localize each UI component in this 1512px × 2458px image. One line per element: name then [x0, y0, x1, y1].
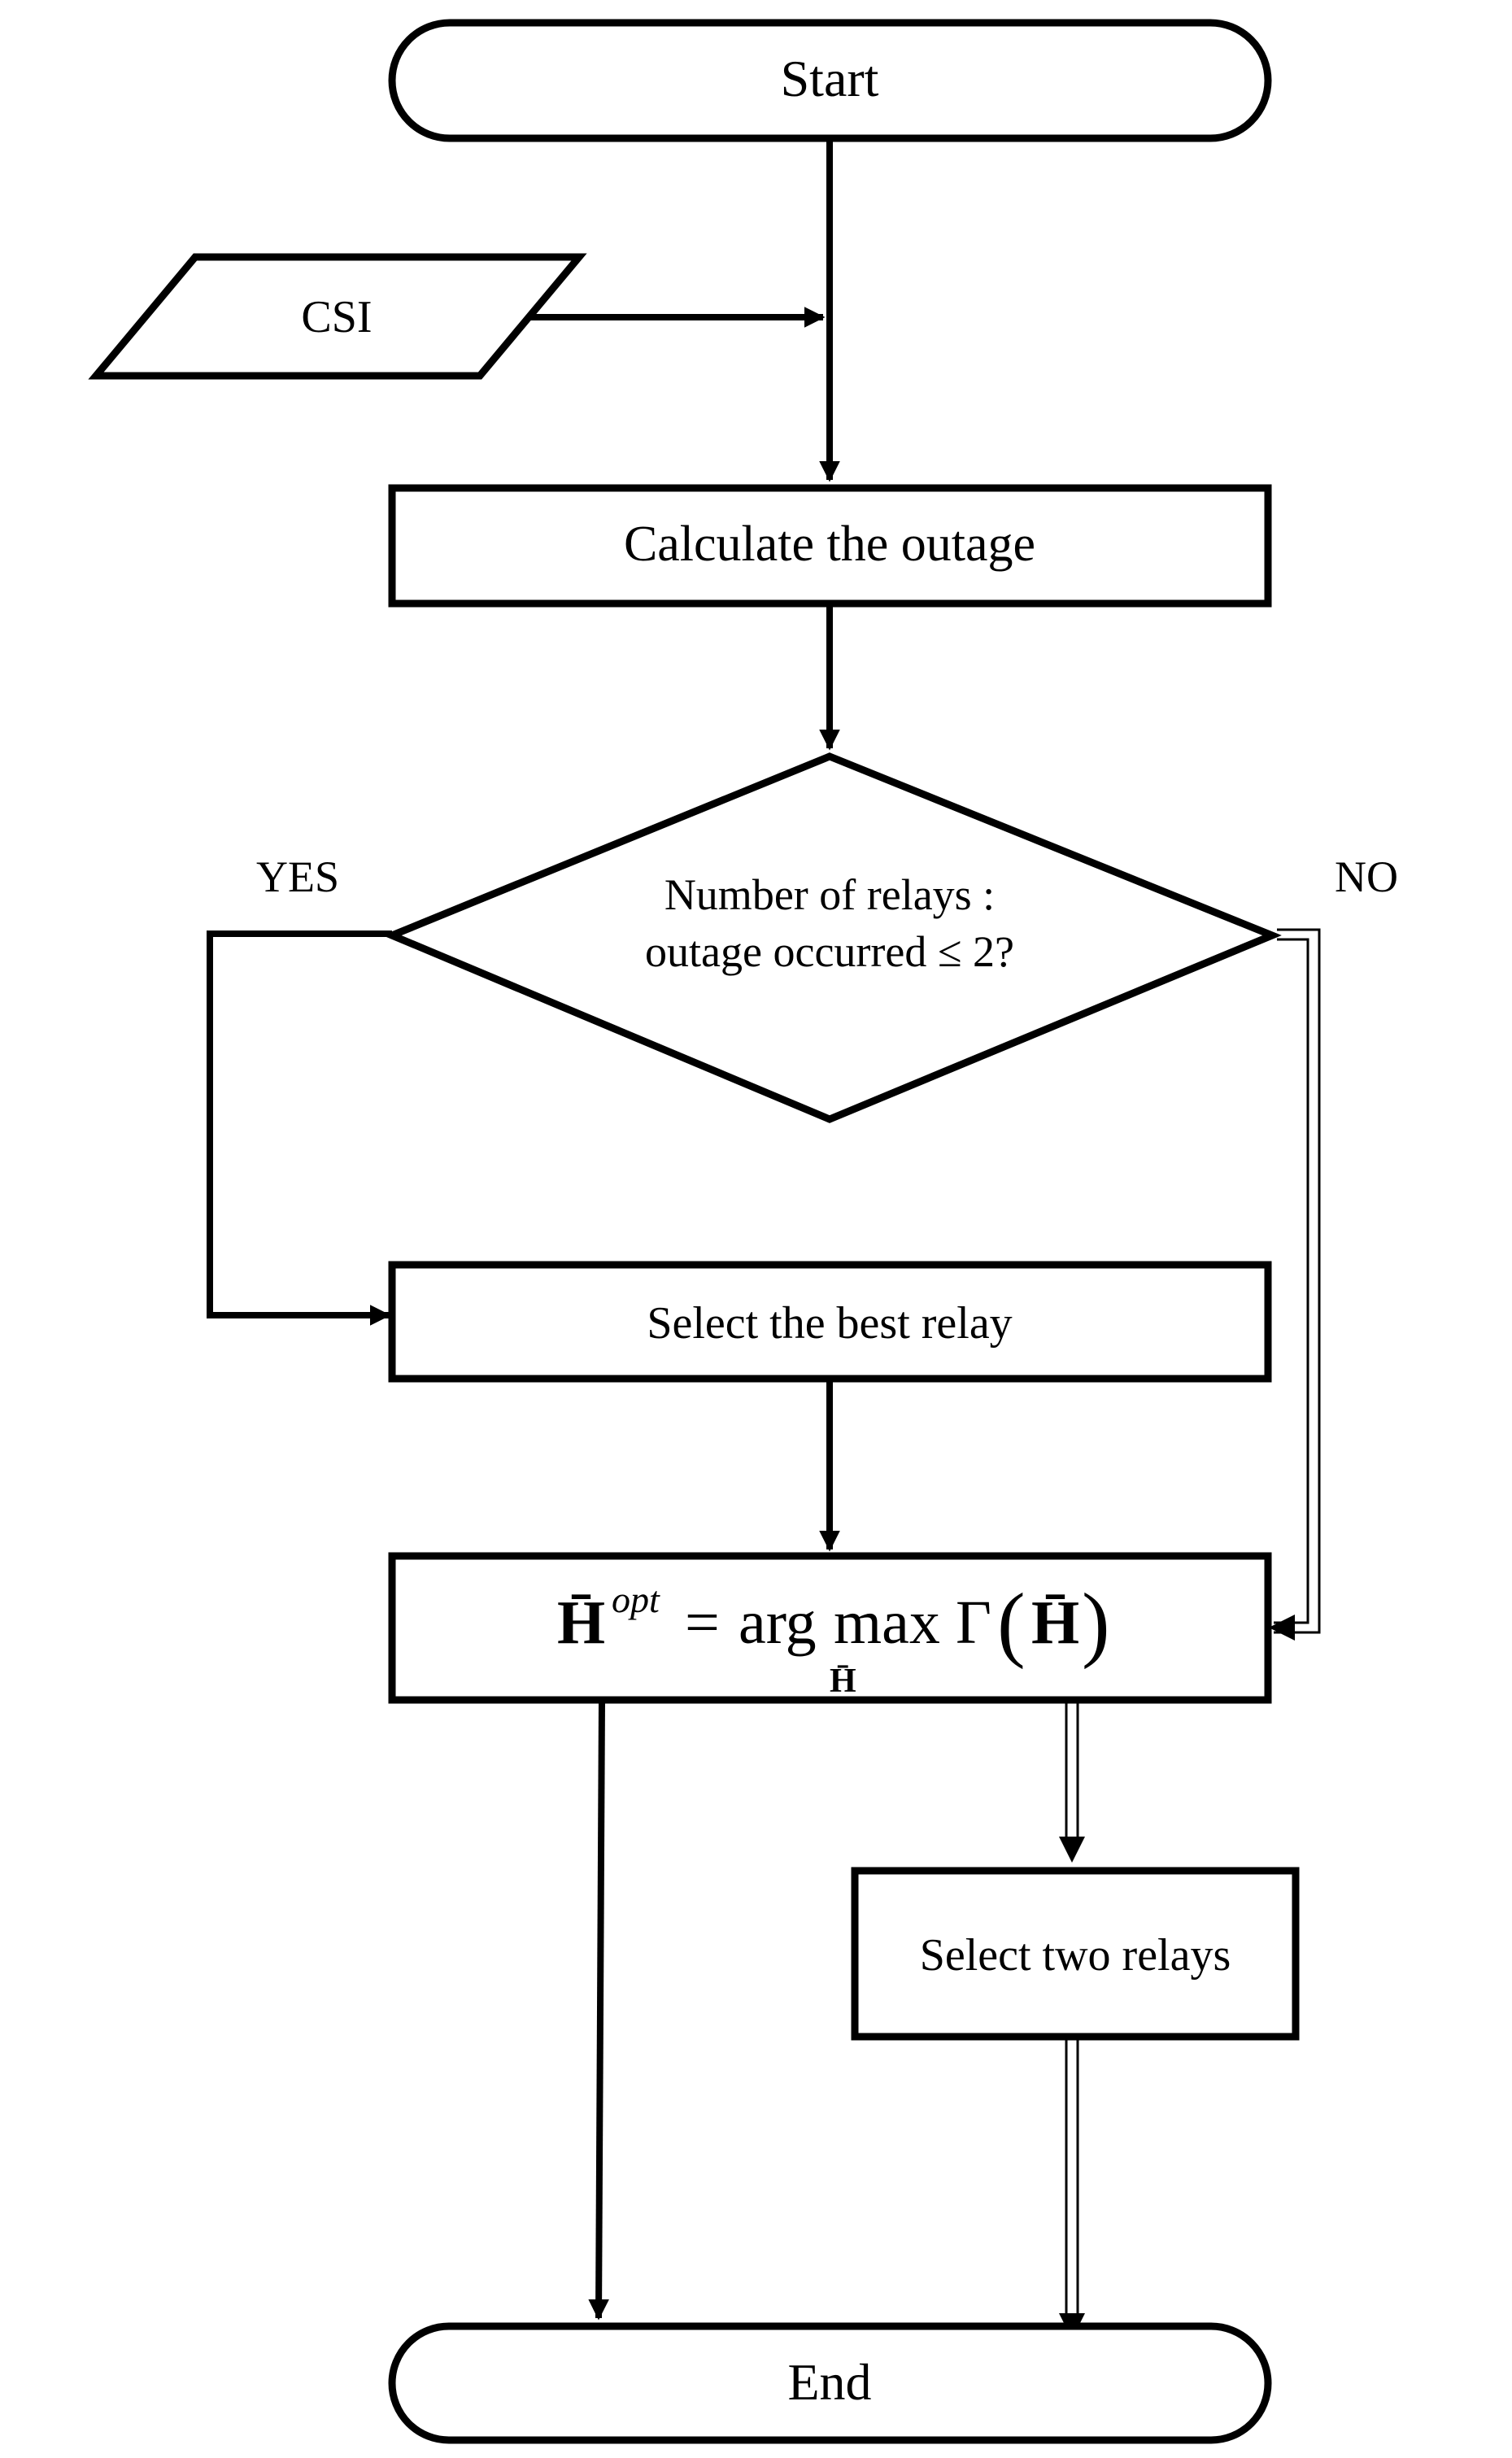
start-label: Start — [781, 50, 879, 107]
formula-close-paren: ) — [1082, 1576, 1110, 1670]
arrow-no-branch-outer — [1274, 928, 1321, 1634]
select-two-relays-label: Select two relays — [920, 1930, 1231, 1981]
arrow-no-branch-inner — [1274, 938, 1309, 1624]
formula-arg: arg — [739, 1589, 817, 1657]
relay-count-decision — [382, 752, 1282, 1123]
select-best-relay-label: Select the best relay — [647, 1298, 1012, 1349]
arrow-formula-to-end — [588, 1699, 609, 2321]
end-terminator — [388, 2322, 1272, 2444]
end-label: End — [787, 2353, 871, 2411]
formula-equals: = — [685, 1589, 720, 1657]
decision-line2: outage occurred ≤ 2? — [645, 927, 1014, 976]
formula-argument: H̄ — [1031, 1589, 1079, 1657]
calculate-outage-box — [388, 484, 1272, 608]
formula-max: max — [834, 1589, 940, 1657]
arrow-formula-to-two-relays-head — [1059, 1837, 1085, 1863]
yes-label: YES — [256, 852, 339, 901]
formula-max-subscript: H̄ — [830, 1663, 856, 1700]
formula-gamma: Γ — [956, 1589, 991, 1657]
arrow-no-branch-head — [1269, 1615, 1295, 1641]
start-terminator — [388, 19, 1272, 142]
csi-input — [88, 253, 587, 380]
formula-lhs: H̄ — [557, 1589, 605, 1657]
optimization-formula-box — [388, 1552, 1272, 1704]
select-two-relays-box — [851, 1867, 1300, 2041]
optimization-formula: H̄ opt = arg max H̄ Γ ( H̄ ) — [557, 1576, 1110, 1700]
select-best-relay-box — [388, 1261, 1272, 1383]
calculate-outage-label: Calculate the outage — [624, 516, 1035, 572]
decision-line1: Number of relays : — [664, 870, 995, 919]
no-label: NO — [1335, 852, 1398, 901]
formula-lhs-superscript: opt — [612, 1579, 660, 1620]
arrow-yes-branch — [207, 930, 392, 1326]
formula-open-paren: ( — [997, 1576, 1026, 1670]
csi-label: CSI — [301, 292, 372, 342]
